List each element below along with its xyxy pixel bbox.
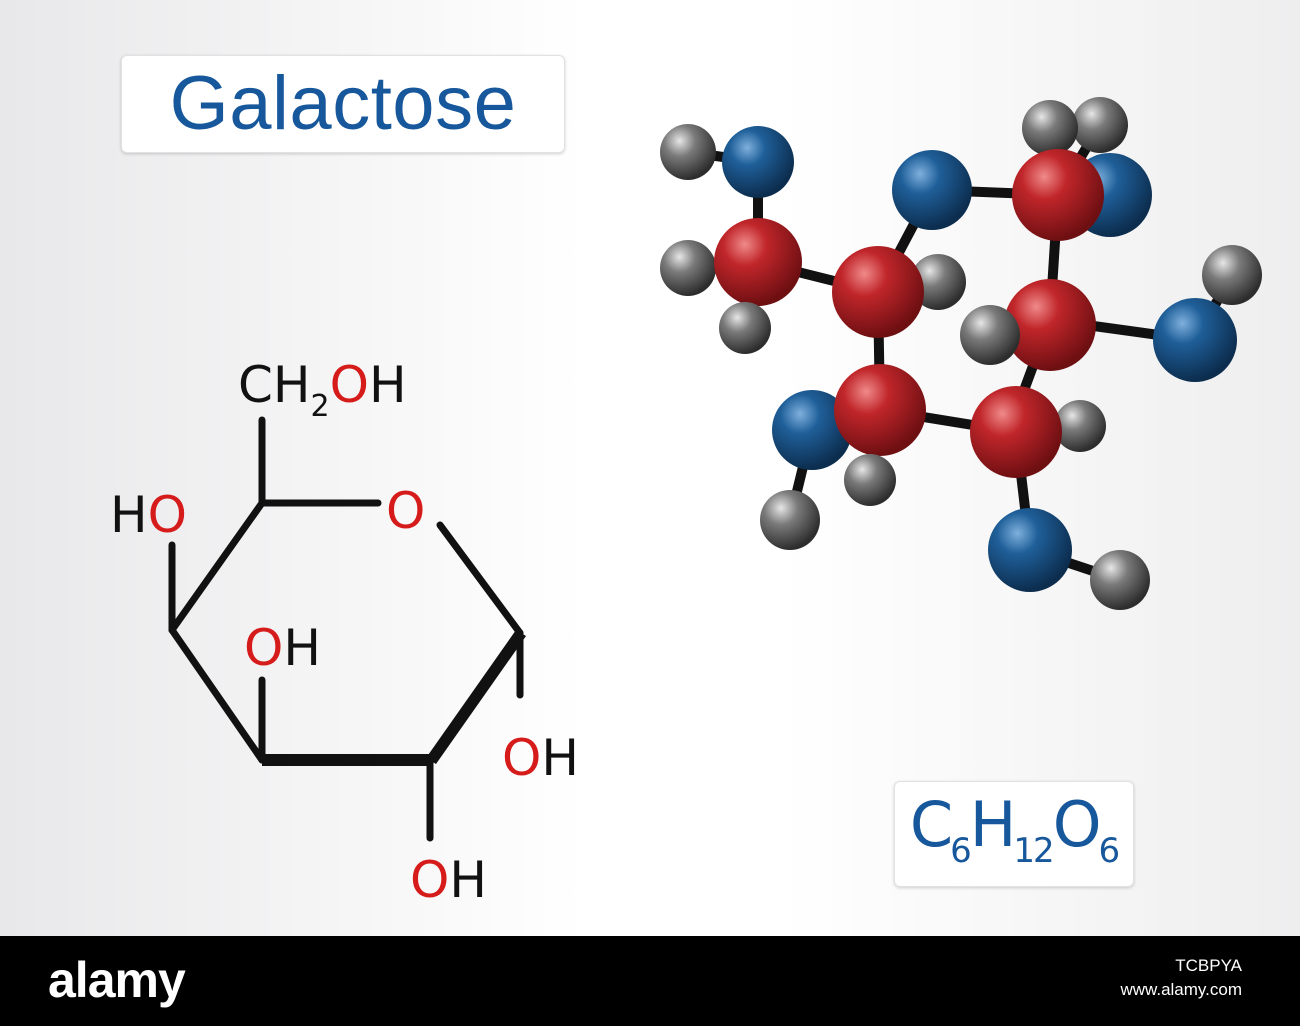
formula-element: C — [909, 788, 953, 861]
ch2oh-label: CH2OH — [238, 356, 407, 424]
carbon-atom — [832, 246, 924, 338]
bond-c3-c2-bold — [262, 754, 430, 766]
footer-url: www.alamy.com — [1120, 980, 1242, 999]
formula-count: 6 — [1098, 831, 1121, 871]
formula-count: 6 — [950, 831, 972, 871]
carbon-atom — [834, 364, 926, 456]
bond-c2-c1-bold — [426, 630, 526, 764]
ho-left-label: HO — [110, 486, 187, 544]
hydrogen-atom — [844, 454, 896, 506]
formula-element: H — [969, 788, 1017, 861]
hydrogen-atom — [1022, 100, 1078, 156]
bond-c4-c3 — [168, 626, 266, 764]
image-id: TCBPYA — [1175, 956, 1242, 975]
hydrogen-atom — [719, 302, 771, 354]
diagram-canvas: Galactose CH2OH O HO OH — [0, 0, 1300, 936]
oh-mid-label: OH — [244, 619, 321, 677]
carbon-atom — [1012, 149, 1104, 241]
title: Galactose — [169, 61, 517, 146]
hydrogen-atom — [660, 240, 716, 296]
hydrogen-atom — [1072, 97, 1128, 153]
carbon-atom — [714, 218, 802, 306]
oxygen-atom — [722, 126, 794, 198]
footer-image-info: TCBPYA www.alamy.com — [1120, 954, 1242, 1002]
carbon-atom — [1004, 279, 1096, 371]
oxygen-atom — [988, 508, 1072, 592]
skeletal-formula: CH2OH O HO OH OH OH — [110, 356, 579, 909]
formula-box: C6H12O6 — [894, 781, 1134, 887]
oxygen-atom — [1153, 298, 1237, 382]
oxygen-atom — [772, 390, 852, 470]
oh-right-label: OH — [502, 729, 579, 787]
footer-bar: alamy TCBPYA www.alamy.com — [0, 936, 1300, 1026]
ring-bonds — [168, 416, 524, 842]
carbon-atom — [970, 386, 1062, 478]
hydrogen-atom — [1090, 550, 1150, 610]
oxygen-atom — [892, 150, 972, 230]
hydrogen-atom — [1202, 245, 1262, 305]
hydrogen-atom — [760, 490, 820, 550]
bond-c5-c4 — [168, 499, 266, 634]
footer-logo: alamy — [48, 952, 186, 1008]
hydrogen-atom — [960, 305, 1020, 365]
bond-o-c1 — [436, 521, 524, 637]
hydrogen-atom — [660, 124, 716, 180]
ball-and-stick-model — [660, 97, 1262, 610]
title-box: Galactose — [121, 55, 565, 153]
ring-oxygen-label: O — [386, 482, 425, 540]
hydrogen-atom — [910, 254, 966, 310]
hydrogen-atom — [1054, 400, 1106, 452]
formula-count: 12 — [1013, 831, 1054, 871]
formula-element: O — [1052, 788, 1102, 861]
molecular-formula: C6H12O6 — [895, 788, 1133, 871]
oh-bottom-label: OH — [410, 851, 487, 909]
